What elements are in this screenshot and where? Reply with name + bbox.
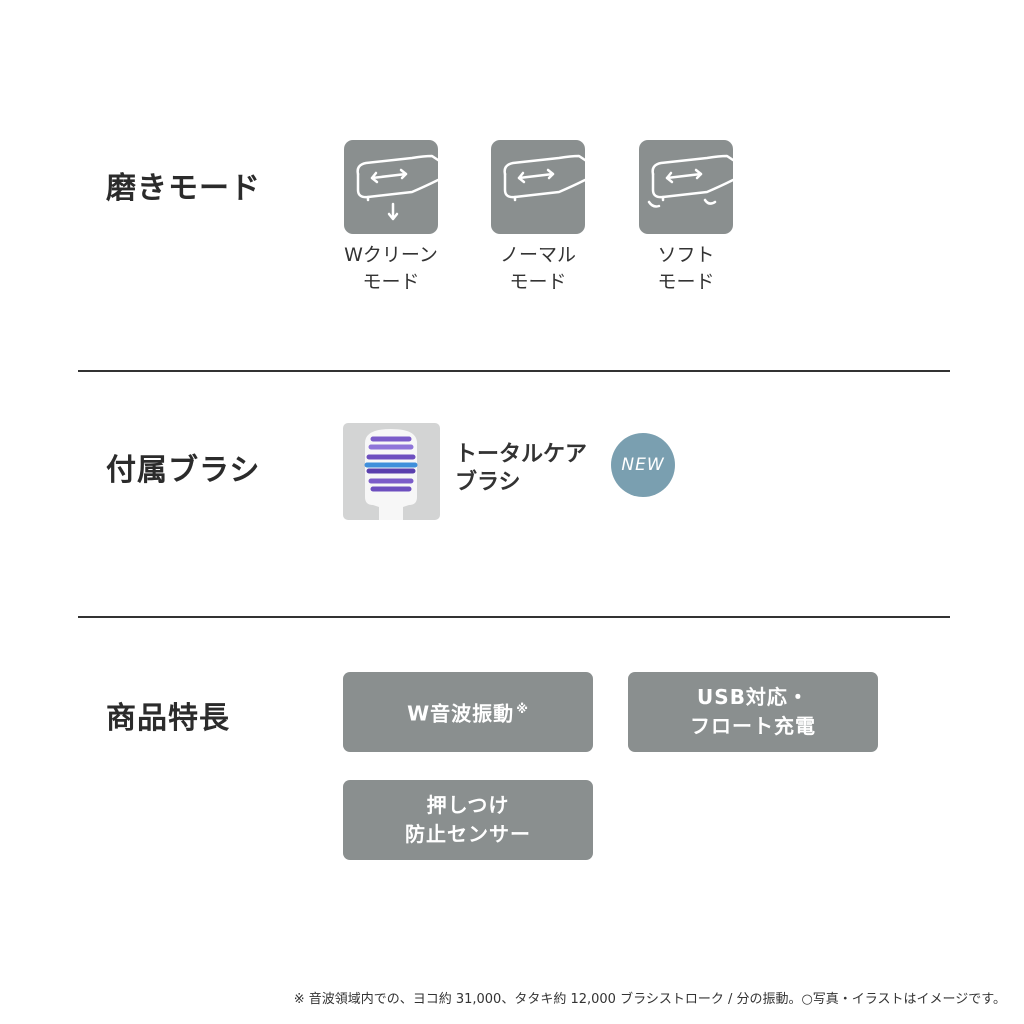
brush-section-title: 付属ブラシ bbox=[106, 453, 261, 488]
brush-name: トータルケア ブラシ bbox=[455, 442, 588, 495]
section-divider bbox=[78, 370, 950, 372]
soft-mode-icon bbox=[639, 140, 733, 234]
w-clean-mode-icon bbox=[344, 140, 438, 234]
new-badge: NEW bbox=[611, 433, 675, 497]
mode-soft: ソフト モード bbox=[616, 140, 756, 296]
feature-usb-charging: USB対応・ フロート充電 bbox=[628, 672, 878, 752]
feature-pressure-sensor: 押しつけ 防止センサー bbox=[343, 780, 593, 860]
mode-w-clean: Wクリーン モード bbox=[321, 140, 461, 296]
mode-soft-label: ソフト モード bbox=[657, 244, 715, 293]
footnote: ※ 音波領域内での、ヨコ約 31,000、タタキ約 12,000 ブラシストロー… bbox=[293, 992, 1006, 1007]
feature-sonic-vibration: W音波振動※ bbox=[343, 672, 593, 752]
mode-w-clean-label: Wクリーン モード bbox=[344, 244, 438, 293]
mode-normal: ノーマル モード bbox=[468, 140, 608, 296]
mode-normal-label: ノーマル モード bbox=[499, 244, 576, 293]
features-section-title: 商品特長 bbox=[106, 701, 230, 736]
brush-head-image bbox=[343, 423, 440, 520]
normal-mode-icon bbox=[491, 140, 585, 234]
section-divider bbox=[78, 616, 950, 618]
mode-section-title: 磨きモード bbox=[106, 171, 261, 206]
